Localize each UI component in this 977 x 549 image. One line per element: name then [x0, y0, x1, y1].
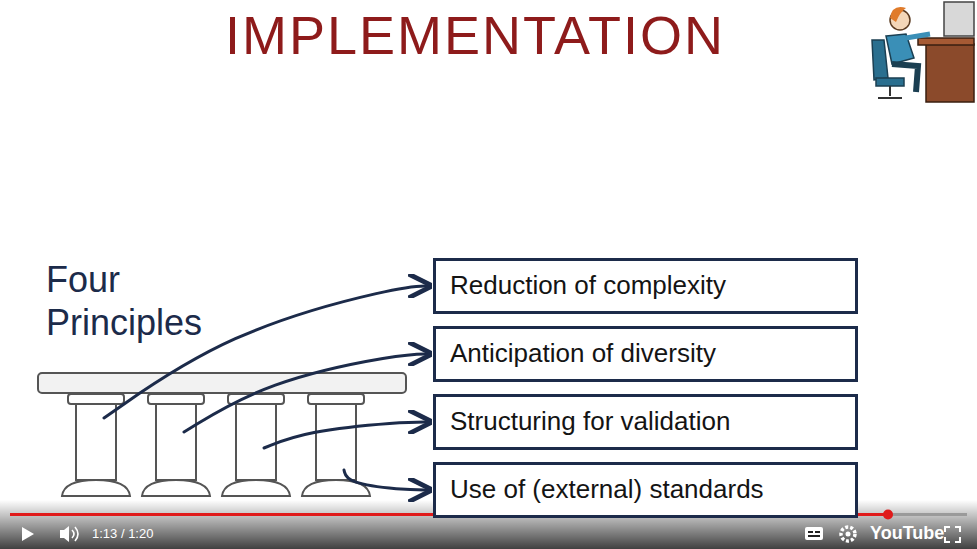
time-display: 1:13 / 1:20: [92, 526, 212, 542]
pillars: [38, 373, 406, 496]
leader-arrow: [344, 470, 430, 490]
fullscreen-icon: [945, 527, 960, 542]
principle-text: Reduction of complexity: [450, 269, 841, 303]
principle-text: Use of (external) standards: [450, 473, 841, 507]
principle-box: Structuring for validation: [433, 394, 858, 450]
principle-box: Reduction of complexity: [433, 258, 858, 314]
leader-arrow: [264, 422, 430, 448]
pillar: [302, 394, 370, 496]
leader-arrow: [184, 354, 430, 432]
title: IMPLEMENTATION: [0, 4, 950, 66]
principle-box: Use of (external) standards: [433, 462, 858, 518]
principle-text: Structuring for validation: [450, 405, 841, 439]
play-icon: [22, 527, 34, 541]
principle-box: Anticipation of diversity: [433, 326, 858, 382]
volume-icon: [60, 526, 69, 542]
pillar: [62, 394, 130, 496]
principle-text: Anticipation of diversity: [450, 337, 841, 371]
brand-logo: YouTube: [870, 523, 936, 545]
group-label: Four Principles: [46, 258, 246, 344]
settings-icon: [841, 527, 855, 541]
pillar: [222, 394, 290, 496]
pillar: [142, 394, 210, 496]
captions-icon: [805, 527, 823, 540]
person-at-desk: [872, 2, 974, 102]
